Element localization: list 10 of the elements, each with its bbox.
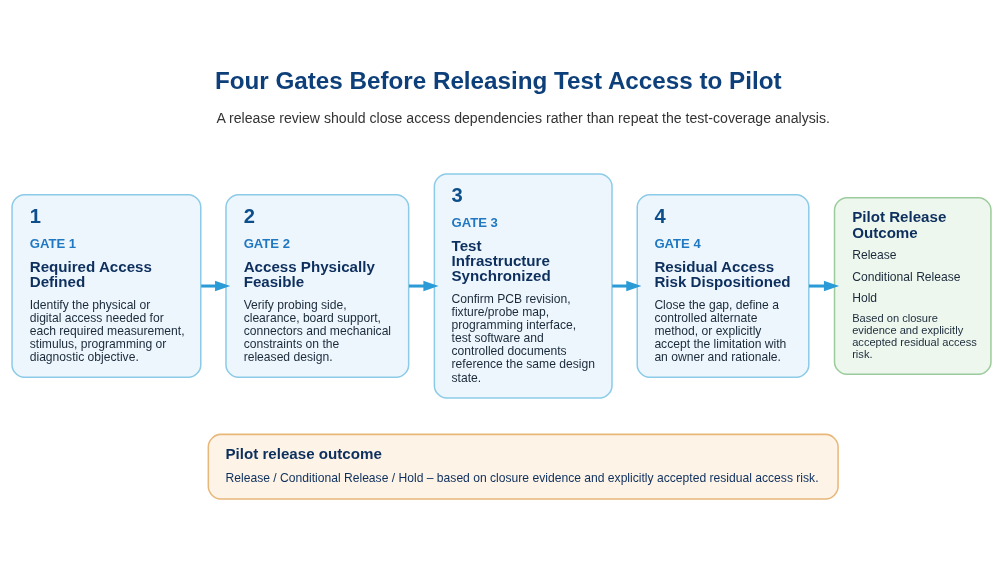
node-box: 3 GATE 3 Test Infrastructure Synchronized Confirm PCB revision, fixture/probe map, programming interface, test software and controlled documents reference the same design state. <box>433 172 613 399</box>
label: A release review should close access dependencies rather than repeat the test-coverage analysis. <box>216 109 830 126</box>
node-box: Pilot Release Outcome Release Conditional Release Hold Based on closure evidence and explicitly accepted residual access risk. <box>833 196 992 375</box>
node-box: 4 GATE 4 Residual Access Risk Dispositioned Close the gap, define a controlled alternate method, or explicitly accept the limitation with an owner and rationale. <box>636 193 810 378</box>
arrow <box>809 280 840 291</box>
node-box: Pilot release outcome Release / Conditional Release / Hold – based on closure evidence and explicitly accepted residual access risk. <box>207 433 839 500</box>
node-box: 2 GATE 2 Access Physically Feasible Verify probing side, clearance, board support, connectors and mechanical constraints on the released design. <box>225 193 410 378</box>
arrow <box>201 280 231 291</box>
diagram-title: Four Gates Before Releasing Test Access to Pilot <box>214 66 782 94</box>
node-box: 1 GATE 1 Required Access Defined Identify the physical or digital access needed for each required measurement, stimulus, programming or diagnostic objective. <box>11 193 202 378</box>
